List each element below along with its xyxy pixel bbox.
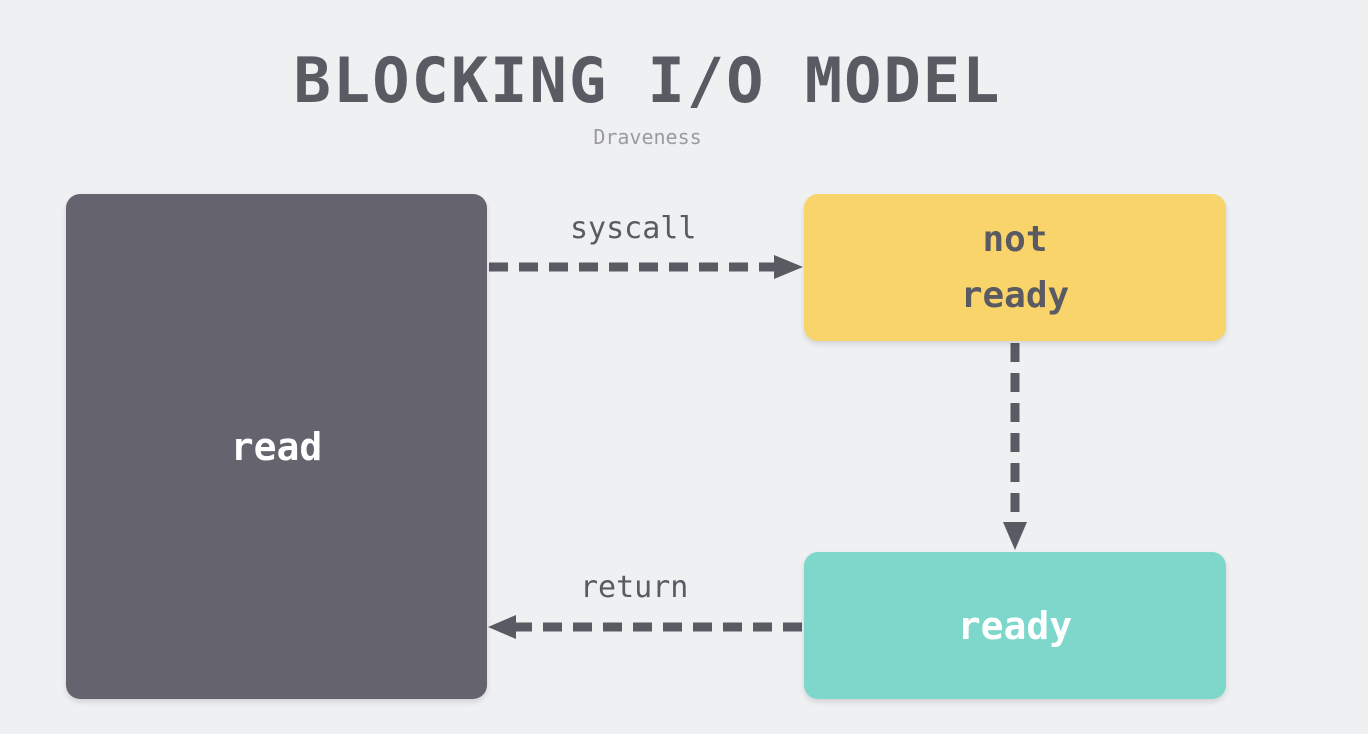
diagram-subtitle: Draveness	[593, 125, 702, 149]
syscall-arrowhead	[774, 255, 803, 279]
ready-node-label: ready	[957, 603, 1073, 648]
return-arrowhead	[488, 615, 516, 639]
not-ready-node: not ready	[804, 194, 1226, 341]
ready-node: ready	[804, 552, 1226, 699]
diagram-title: BLOCKING I/O MODEL	[293, 44, 1002, 117]
wait-arrowhead	[1003, 522, 1027, 550]
return-label: return	[580, 570, 689, 605]
read-node: read	[66, 194, 487, 699]
not-ready-node-label: not ready	[960, 218, 1070, 316]
syscall-label: syscall	[570, 211, 697, 246]
read-node-label: read	[230, 424, 323, 469]
